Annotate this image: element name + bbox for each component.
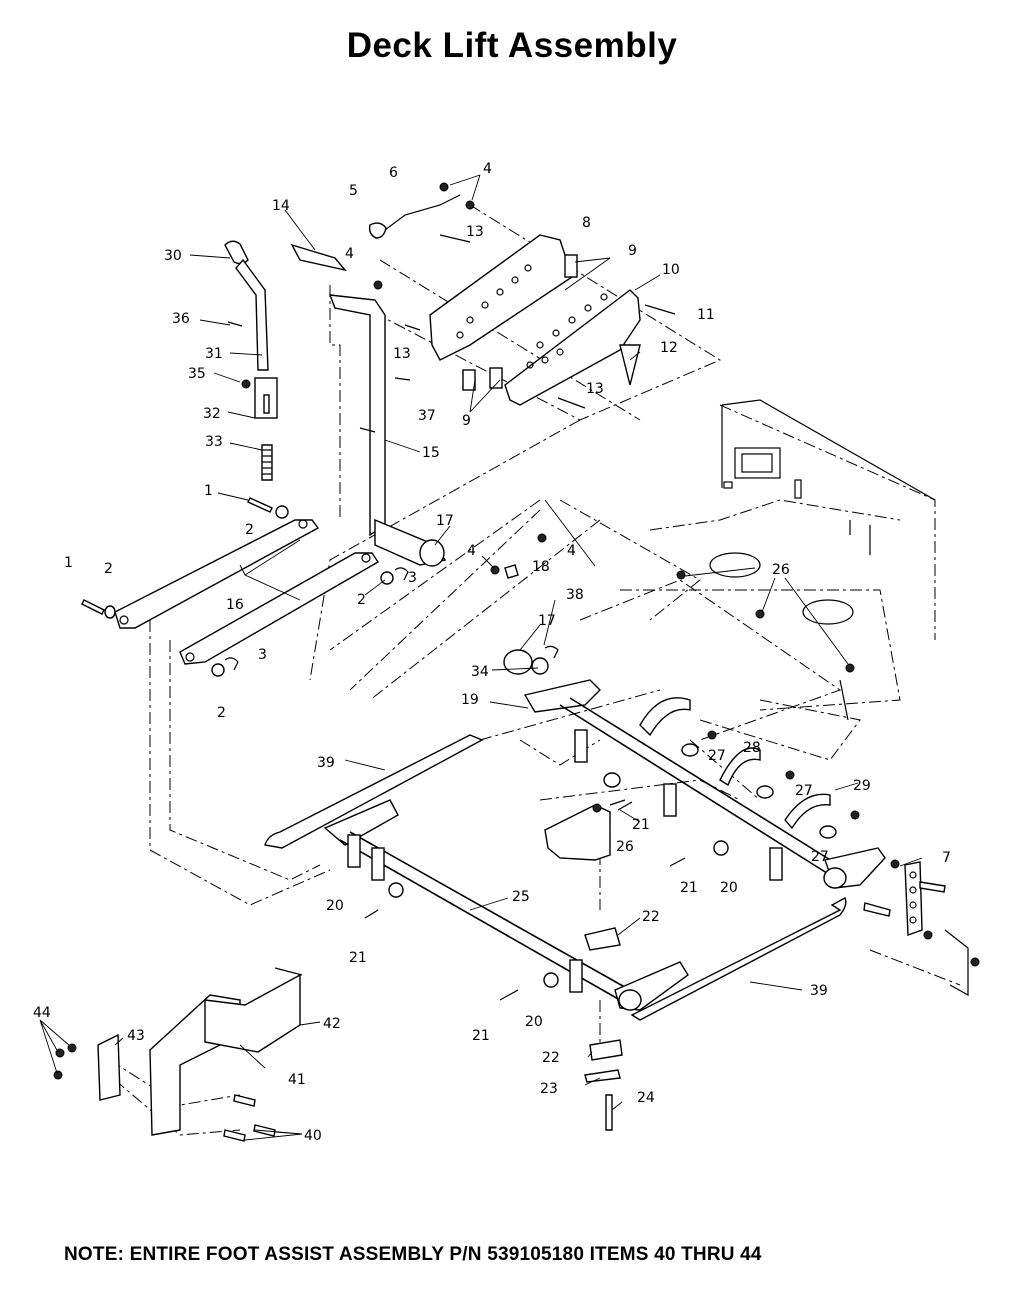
- callout-24: 24: [637, 1090, 655, 1106]
- callout-39: 39: [810, 983, 828, 999]
- callout-21: 21: [472, 1028, 490, 1044]
- callout-12: 12: [660, 340, 678, 356]
- side-plates: [429, 234, 641, 406]
- callout-36: 36: [172, 311, 190, 327]
- callout-42: 42: [323, 1016, 341, 1032]
- callout-8: 8: [582, 215, 591, 231]
- callout-23: 23: [540, 1081, 558, 1097]
- pins-and-washers: [81, 182, 676, 677]
- page-title: Deck Lift Assembly: [346, 26, 678, 65]
- callout-44: 44: [33, 1005, 51, 1021]
- callout-20: 20: [720, 880, 738, 896]
- callout-2: 2: [217, 705, 226, 721]
- callout-11: 11: [697, 307, 715, 323]
- callout-22: 22: [642, 909, 660, 925]
- callout-17: 17: [436, 513, 454, 529]
- pedal-arm: [290, 243, 447, 567]
- callout-1: 1: [64, 555, 73, 571]
- link-plate-7: [863, 859, 980, 997]
- callout-38: 38: [566, 587, 584, 603]
- callout-27: 27: [795, 783, 813, 799]
- callout-39: 39: [317, 755, 335, 771]
- callout-2: 2: [357, 592, 366, 608]
- callout-21: 21: [632, 817, 650, 833]
- leader-lines: [39, 174, 923, 1141]
- assembly-note: NOTE: ENTIRE FOOT ASSIST ASSEMBLY P/N 53…: [64, 1244, 762, 1265]
- callout-13: 13: [466, 224, 484, 240]
- callout-4: 4: [467, 543, 476, 559]
- linkage-rods: [114, 519, 379, 665]
- callout-25: 25: [512, 889, 530, 905]
- callout-7: 7: [942, 850, 951, 866]
- callout-4: 4: [567, 543, 576, 559]
- callout-21: 21: [680, 880, 698, 896]
- callout-27: 27: [708, 748, 726, 764]
- callout-3: 3: [408, 570, 417, 586]
- callout-34: 34: [471, 664, 489, 680]
- lift-shaft: [523, 679, 886, 889]
- callout-43: 43: [127, 1028, 145, 1044]
- callout-2: 2: [104, 561, 113, 577]
- callout-13: 13: [586, 381, 604, 397]
- rear-shaft: [264, 734, 847, 1131]
- callout-3: 3: [258, 647, 267, 663]
- lift-handle: [224, 240, 278, 481]
- callout-33: 33: [205, 434, 223, 450]
- callout-28: 28: [743, 740, 761, 756]
- callout-32: 32: [203, 406, 221, 422]
- callout-40: 40: [304, 1128, 322, 1144]
- callout-35: 35: [188, 366, 206, 382]
- callout-6: 6: [389, 165, 398, 181]
- callout-41: 41: [288, 1072, 306, 1088]
- callout-10: 10: [662, 262, 680, 278]
- callout-9: 9: [462, 413, 471, 429]
- callout-18: 18: [532, 559, 550, 575]
- callout-4: 4: [345, 246, 354, 262]
- callout-27: 27: [811, 849, 829, 865]
- callout-31: 31: [205, 346, 223, 362]
- callout-17: 17: [538, 613, 556, 629]
- callout-21: 21: [349, 950, 367, 966]
- callout-4: 4: [483, 161, 492, 177]
- callout-20: 20: [326, 898, 344, 914]
- callout-29: 29: [853, 778, 871, 794]
- callout-20: 20: [525, 1014, 543, 1030]
- callout-22: 22: [542, 1050, 560, 1066]
- callout-1: 1: [204, 483, 213, 499]
- callout-5: 5: [349, 183, 358, 199]
- callout-26: 26: [616, 839, 634, 855]
- callout-26: 26: [772, 562, 790, 578]
- callout-37: 37: [418, 408, 436, 424]
- callout-9: 9: [628, 243, 637, 259]
- tractor-frame: [709, 399, 936, 721]
- callout-30: 30: [164, 248, 182, 264]
- bracket-26: [544, 570, 855, 861]
- callout-16: 16: [226, 597, 244, 613]
- callout-19: 19: [461, 692, 479, 708]
- callout-13: 13: [393, 346, 411, 362]
- callout-15: 15: [422, 445, 440, 461]
- callout-labels: 6 4 5 13 8 14 9 30 4 10 11 36 13 12 31 3…: [33, 161, 951, 1144]
- callout-2: 2: [245, 522, 254, 538]
- callout-14: 14: [272, 198, 290, 214]
- foot-assist: [53, 967, 303, 1142]
